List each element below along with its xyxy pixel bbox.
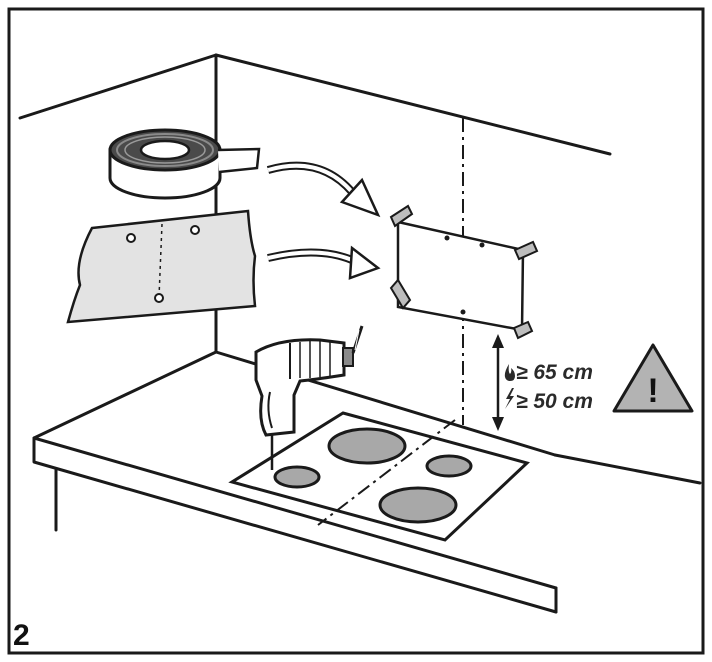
burner-large-front bbox=[378, 486, 458, 524]
clearance-dimension-arrow bbox=[492, 334, 504, 431]
electric-drill bbox=[254, 325, 364, 470]
warning-symbol: ! bbox=[647, 372, 658, 410]
warning-triangle-icon: ! bbox=[612, 343, 694, 413]
burner-small-left bbox=[273, 465, 321, 489]
flame-icon bbox=[504, 364, 515, 381]
arrow-tape-to-wall bbox=[266, 161, 381, 218]
cooktop bbox=[228, 411, 530, 542]
arrow-template-to-wall bbox=[267, 245, 381, 280]
lightning-icon bbox=[505, 388, 514, 409]
figure-frame bbox=[7, 7, 705, 655]
adhesive-tape-roll bbox=[108, 128, 261, 200]
burner-small-right bbox=[425, 454, 473, 478]
electric-clearance-label: ≥ 50 cm bbox=[516, 390, 593, 413]
drilling-template-paper bbox=[66, 209, 257, 324]
gas-clearance-label: ≥ 65 cm bbox=[516, 361, 593, 384]
burner-large-back bbox=[327, 427, 407, 465]
step-number: 2 bbox=[13, 619, 30, 652]
mounted-template bbox=[389, 204, 539, 340]
